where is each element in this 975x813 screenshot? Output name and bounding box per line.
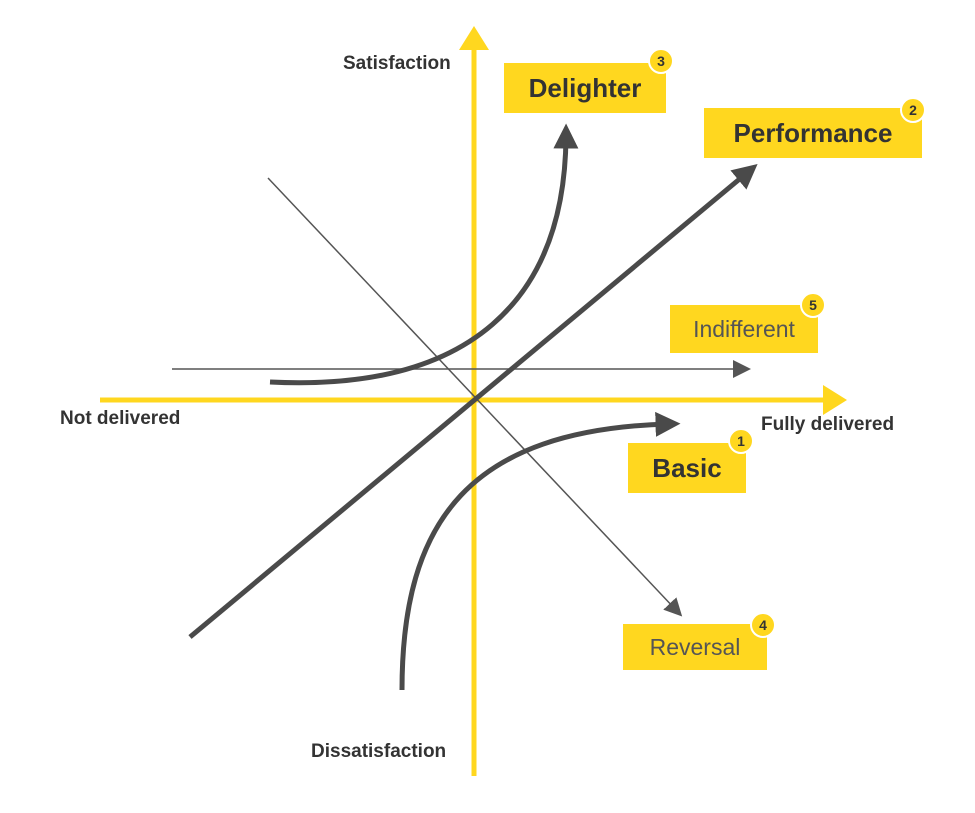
x-axis-left-label: Not delivered	[60, 408, 181, 429]
indifferent-number-badge: 5	[800, 292, 826, 318]
y-axis-bottom-label: Dissatisfaction	[311, 741, 447, 762]
reversal-line	[267, 177, 683, 617]
basic-label: Basic	[652, 452, 722, 483]
basic-tag: Basic	[628, 443, 746, 493]
indifferent-tag: Indifferent	[670, 305, 818, 353]
performance-number-badge: 2	[900, 97, 926, 123]
reversal-number-badge: 4	[750, 612, 776, 638]
delighter-label: Delighter	[528, 72, 642, 103]
reversal-label: Reversal	[649, 633, 741, 660]
performance-tag: Performance	[704, 108, 922, 158]
vertical-axis-arrowhead	[459, 26, 489, 50]
delighter-number-badge: 3	[648, 48, 674, 74]
delighter-tag: Delighter	[504, 63, 666, 113]
basic-number-badge: 1	[728, 428, 754, 454]
performance-line	[188, 163, 758, 639]
basic-curve	[399, 411, 681, 691]
y-axis-top-label: Satisfaction	[343, 53, 451, 74]
x-axis-right-label: Fully delivered	[761, 414, 895, 435]
delighter-curve	[269, 123, 579, 386]
horizontal-axis-arrowhead	[823, 385, 847, 415]
reversal-tag: Reversal	[623, 624, 767, 670]
indifferent-label: Indifferent	[693, 315, 795, 342]
performance-label: Performance	[733, 117, 893, 148]
